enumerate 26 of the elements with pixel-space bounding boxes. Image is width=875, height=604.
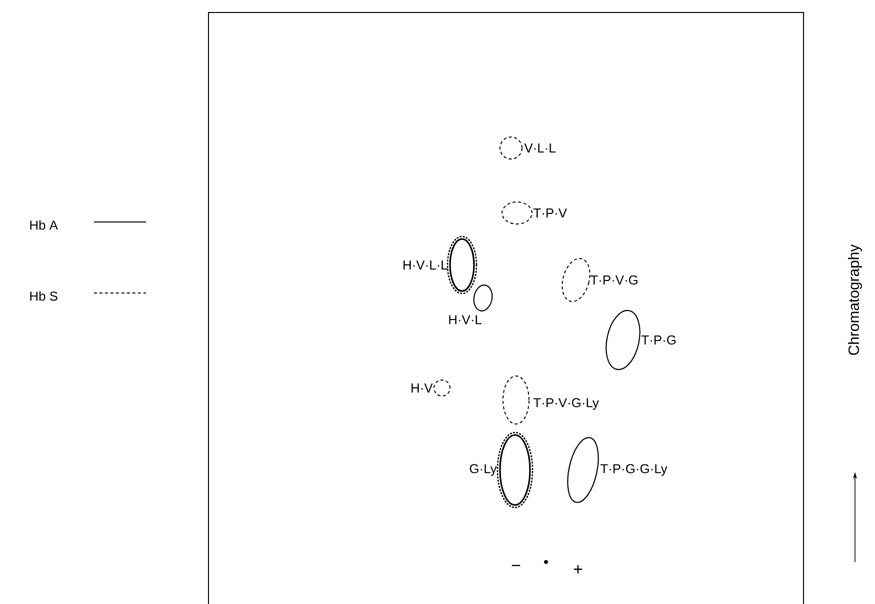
spot-label: H·V·L bbox=[449, 315, 482, 324]
plate-frame bbox=[208, 12, 804, 604]
spot bbox=[496, 432, 534, 508]
polarity-sign: − bbox=[512, 564, 520, 566]
spot bbox=[606, 310, 640, 370]
spot bbox=[502, 376, 530, 424]
spot bbox=[434, 380, 450, 396]
spot bbox=[562, 258, 590, 302]
spot-label: T·P·V·G·Ly bbox=[534, 398, 599, 410]
legend-label: Hb A bbox=[30, 220, 58, 230]
spot-label: H·V·L·L bbox=[404, 260, 448, 270]
spot-label: T·P·V bbox=[534, 208, 567, 218]
spot-label: T·P·G·G·Ly bbox=[600, 464, 668, 476]
spot-label: G·Ly bbox=[470, 464, 497, 476]
spot-label: V·L·L bbox=[524, 144, 556, 152]
axis-label: Chromatography bbox=[848, 244, 862, 355]
legend-label: Hb S bbox=[30, 291, 58, 301]
spot bbox=[500, 136, 522, 160]
spot bbox=[446, 236, 478, 294]
spot-label: T·P·G bbox=[642, 335, 676, 345]
polarity-sign: + bbox=[574, 565, 582, 574]
spot bbox=[473, 284, 493, 312]
spot-label: H·V bbox=[412, 384, 433, 392]
spot-label: T·P·V·G bbox=[590, 275, 638, 285]
spot bbox=[567, 437, 599, 503]
spot bbox=[502, 202, 532, 224]
